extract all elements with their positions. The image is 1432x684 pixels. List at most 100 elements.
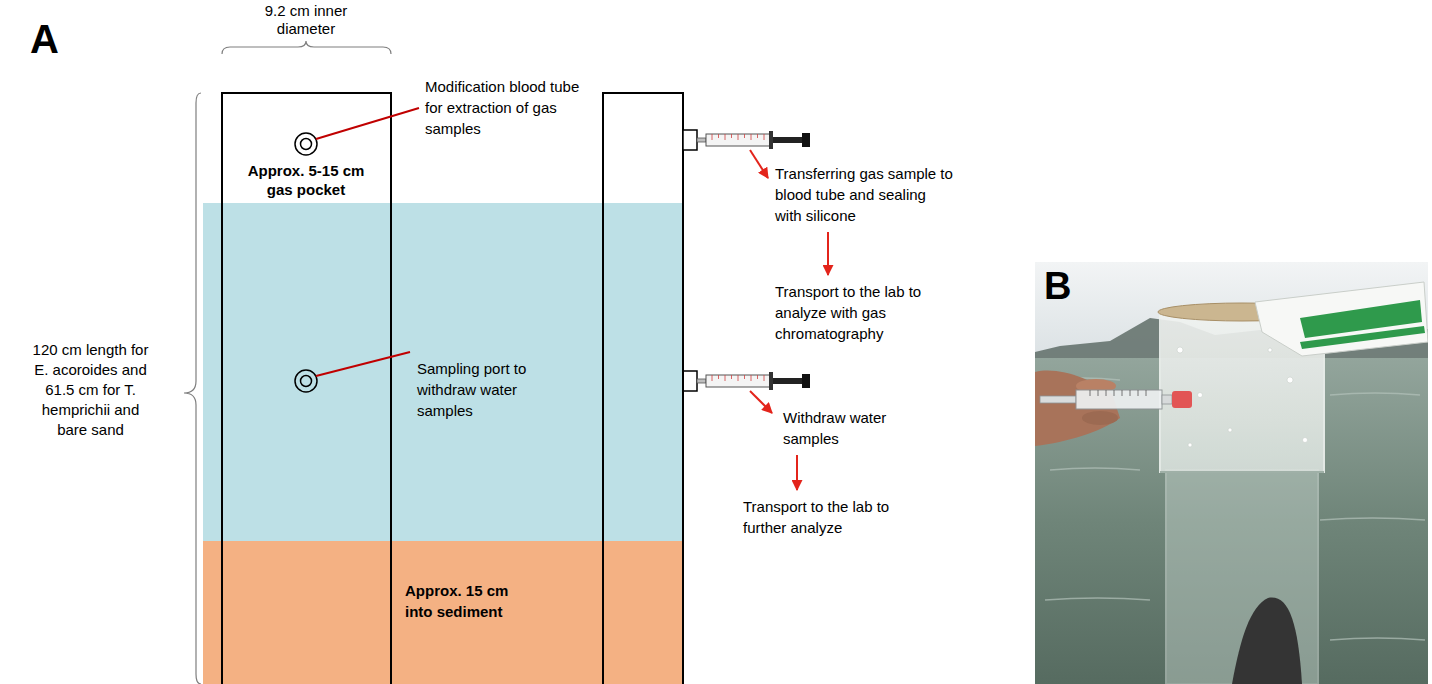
- syringe-thumb-rest: [802, 133, 810, 147]
- syringe-scale-mark: [712, 134, 713, 140]
- tube-wall: [602, 93, 604, 203]
- tube-wall: [602, 203, 604, 541]
- photo-syringe-mark: [1098, 390, 1099, 396]
- syringe-scale-mark: [718, 134, 719, 138]
- field-photo: [1035, 262, 1428, 684]
- step-text-box: Transport to the lab to analyze with gas…: [772, 278, 958, 347]
- port-fitting: [683, 371, 697, 391]
- photo-syringe-mark: [1130, 390, 1131, 396]
- photo-syringe-mark: [1146, 390, 1147, 396]
- syringe-scale-mark: [731, 375, 732, 379]
- tube-wall: [390, 541, 392, 684]
- syringe-scale-mark: [718, 375, 719, 379]
- chamber-lower: [1166, 470, 1318, 684]
- flow-arrow: [750, 150, 768, 178]
- panel-letter: A: [30, 16, 80, 62]
- width-bracket: [222, 41, 391, 54]
- droplet: [1198, 393, 1203, 398]
- dimension-label: 120 cm length for E. acoroides and 61.5 …: [28, 340, 153, 440]
- sampling-port-outer: [295, 370, 317, 392]
- region-label: Approx. 5-15 cm gas pocket: [236, 161, 376, 199]
- droplet: [1188, 443, 1192, 447]
- syringe-scale-mark: [731, 134, 732, 138]
- syringe-scale-mark: [738, 134, 739, 140]
- droplet: [1228, 428, 1232, 432]
- wave: [1320, 518, 1425, 520]
- droplet: [1287, 377, 1293, 383]
- syringe-scale-mark: [725, 134, 726, 140]
- wave: [1330, 638, 1425, 640]
- step-text-box: Transferring gas sample to blood tube an…: [772, 160, 958, 229]
- syringe-scale-mark: [712, 375, 713, 381]
- sampling-port-inner: [301, 139, 312, 150]
- arm: [1232, 598, 1302, 684]
- photo-syringe-mark: [1138, 390, 1139, 396]
- syringe-flange: [769, 131, 773, 149]
- wave: [1330, 393, 1420, 395]
- tube-wall: [390, 93, 392, 203]
- photo-syringe-mark: [1114, 390, 1115, 396]
- photo-syringe-barrel: [1076, 390, 1162, 409]
- syringe-plunger: [773, 378, 803, 384]
- syringe-scale-mark: [757, 375, 758, 379]
- droplet: [1177, 347, 1183, 353]
- syringe-scale-mark: [744, 134, 745, 138]
- photo-syringe-rod: [1040, 396, 1076, 403]
- tube-wall: [221, 203, 223, 541]
- packet-print: [1300, 326, 1425, 349]
- flow-arrow: [796, 455, 798, 490]
- panel-letter: B: [1044, 264, 1094, 308]
- port-fitting: [683, 130, 697, 150]
- step-text: Withdraw water samples: [783, 407, 908, 449]
- syringe-tip: [697, 138, 706, 142]
- wave: [1045, 598, 1150, 600]
- tube-wall: [682, 541, 684, 684]
- syringe-plunger: [773, 137, 803, 143]
- part-label: Modification blood tube for extraction o…: [425, 76, 595, 139]
- syringe-scale-mark: [764, 134, 765, 140]
- dimension-label: 9.2 cm inner diameter: [256, 2, 356, 38]
- syringe-barrel: [706, 375, 770, 387]
- tube-top: [222, 92, 391, 94]
- syringe-scale-mark: [725, 375, 726, 381]
- flow-arrow: [750, 391, 772, 413]
- tube-wall: [221, 93, 223, 203]
- syringe-thumb-rest: [802, 374, 810, 388]
- tube-wall: [682, 203, 684, 541]
- leader-line: [316, 352, 410, 376]
- tube-wall: [221, 541, 223, 684]
- photo-syringe-mark: [1106, 390, 1107, 396]
- syringe-tip: [697, 379, 706, 383]
- photo-syringe-hub: [1162, 395, 1172, 404]
- step-text: Transferring gas sample to blood tube an…: [775, 163, 955, 226]
- leader-line: [316, 108, 419, 139]
- water-band: Sampling port to withdraw water samples: [203, 203, 683, 541]
- sampling-port-inner: [301, 376, 312, 387]
- syringe-flange: [769, 372, 773, 390]
- sampling-port-outer: [295, 133, 317, 155]
- sediment-band: Approx. 15 cm into sediment: [203, 541, 683, 684]
- sample-packet: [1255, 282, 1428, 356]
- band-label: Approx. 15 cm into sediment: [405, 580, 535, 622]
- syringe-scale-mark: [751, 375, 752, 381]
- syringe-scale-mark: [744, 375, 745, 379]
- syringe-scale-mark: [738, 375, 739, 381]
- syringe-barrel: [706, 134, 770, 146]
- finger: [1082, 411, 1118, 425]
- photo-syringe-mark: [1122, 390, 1123, 396]
- septum-cap: [1172, 391, 1192, 408]
- band-label: Sampling port to withdraw water samples: [417, 358, 552, 421]
- wave: [1050, 468, 1140, 470]
- length-bracket: [184, 93, 201, 684]
- syringe-scale-mark: [764, 375, 765, 381]
- syringe-scale-mark: [757, 134, 758, 138]
- tube-wall: [602, 541, 604, 684]
- flow-arrow: [827, 232, 829, 275]
- step-text: Transport to the lab to analyze with gas…: [775, 281, 955, 344]
- photo-syringe-mark: [1090, 390, 1091, 396]
- step-text: Transport to the lab to further analyze: [743, 496, 913, 538]
- tube-top: [603, 92, 683, 94]
- droplet: [1268, 348, 1272, 352]
- tube-wall: [390, 203, 392, 541]
